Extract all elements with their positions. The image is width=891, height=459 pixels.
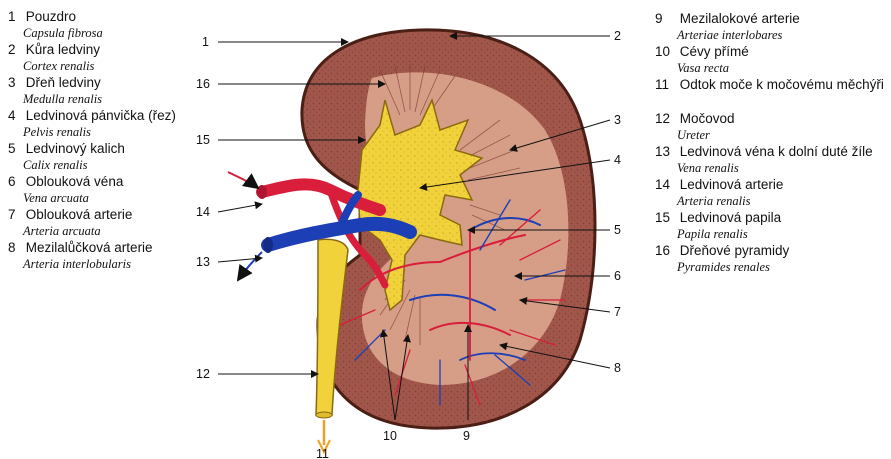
callout-1: 1 [202, 35, 209, 49]
callout-4: 4 [614, 153, 621, 167]
callout-15: 15 [196, 133, 210, 147]
callout-2: 2 [614, 29, 621, 43]
callout-7: 7 [614, 305, 621, 319]
renal-vein-cut-end [263, 237, 273, 253]
callout-13: 13 [196, 255, 210, 269]
venous-outflow-arrow [238, 252, 262, 280]
callout-8: 8 [614, 361, 621, 375]
callout-12: 12 [196, 367, 210, 381]
callout-11: 11 [316, 447, 329, 459]
callout-14: 14 [196, 205, 210, 219]
callout-3: 3 [614, 113, 621, 127]
arterial-inflow-arrow [228, 172, 258, 188]
renal-artery-cut-end [257, 185, 267, 199]
callout-10: 10 [383, 429, 397, 443]
callout-5: 5 [614, 223, 621, 237]
callout-9: 9 [463, 429, 470, 443]
callout-6: 6 [614, 269, 621, 283]
callout-16: 16 [196, 77, 210, 91]
ureter-cut-end [316, 412, 332, 418]
